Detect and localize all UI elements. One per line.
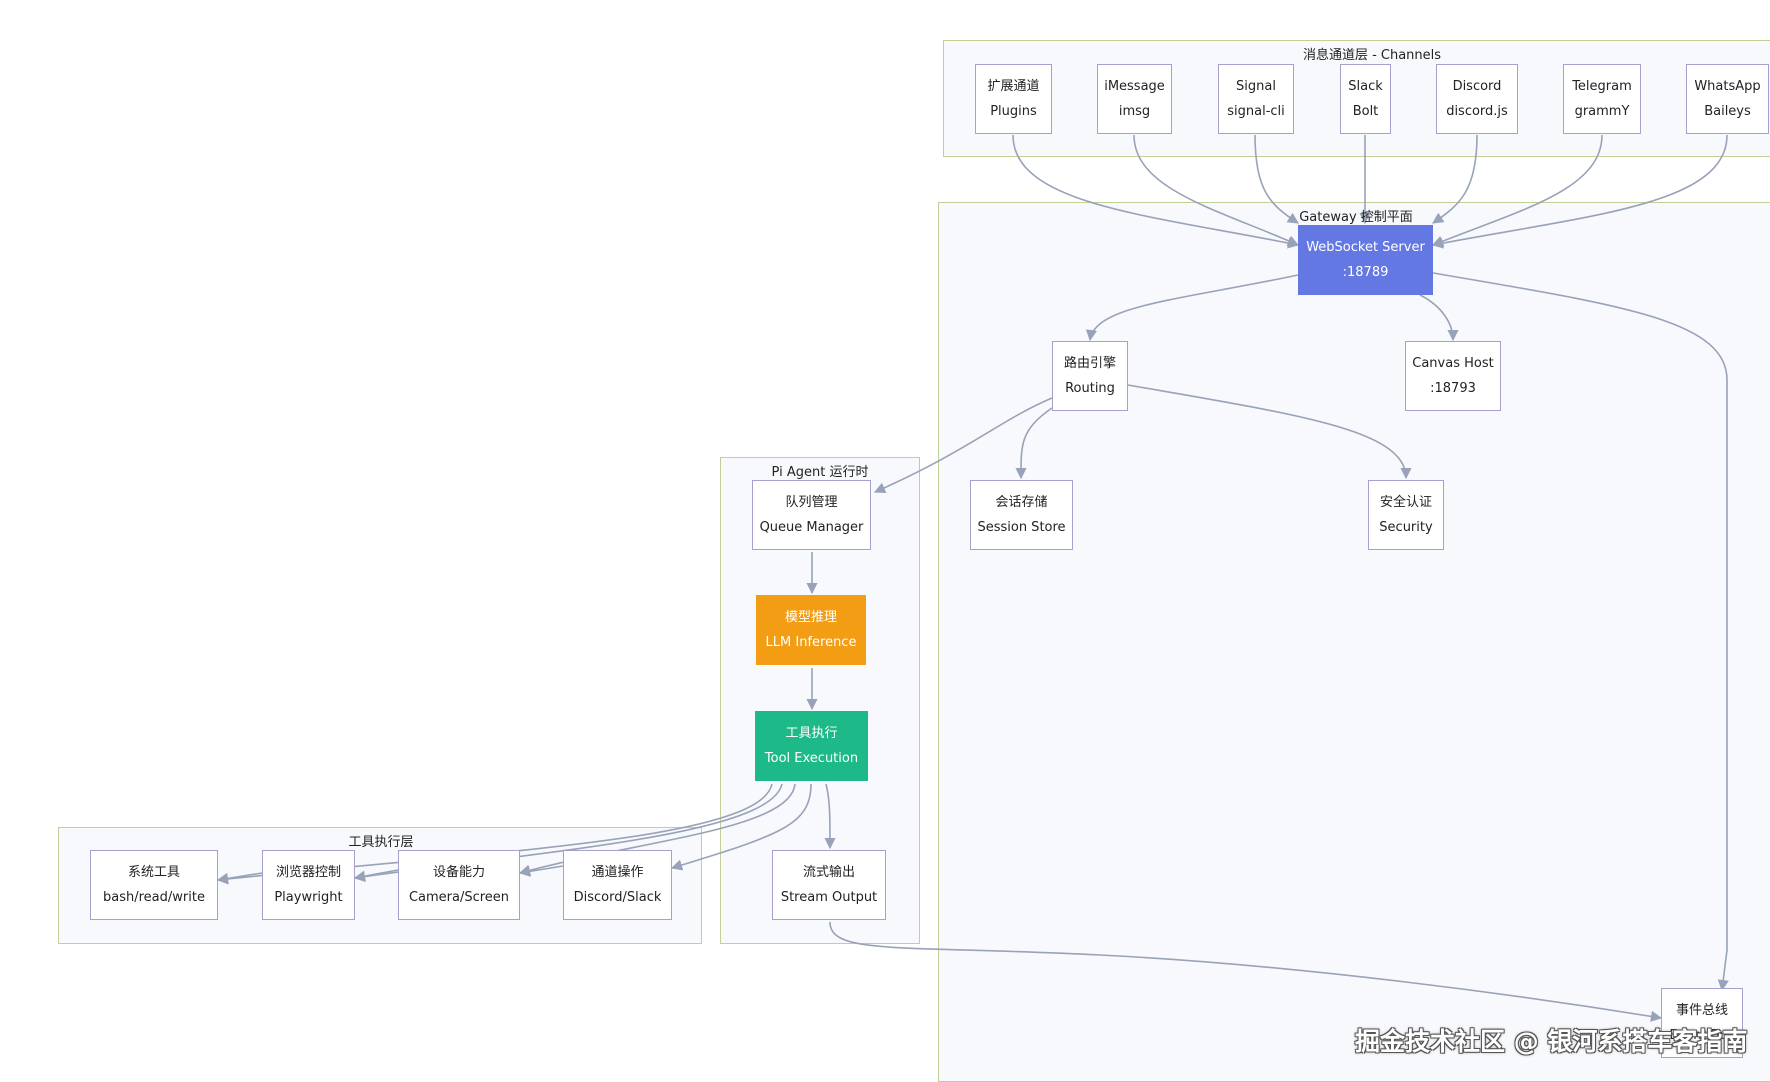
channel-operation-node[interactable]: 通道操作 Discord/Slack — [563, 850, 672, 920]
canvas-host-node[interactable]: Canvas Host :18793 — [1405, 341, 1501, 411]
node-line-2: Session Store — [977, 520, 1066, 535]
node-line-2: Bolt — [1352, 104, 1379, 119]
signal-node[interactable]: Signal signal-cli — [1218, 64, 1294, 134]
node-line-2: Queue Manager — [759, 520, 864, 535]
edge-channelop-device — [518, 865, 564, 877]
node-line-1: Canvas Host — [1412, 356, 1494, 371]
edge-browser-systools — [216, 872, 263, 884]
node-line-1: iMessage — [1104, 79, 1165, 94]
node-line-1: Discord — [1452, 79, 1502, 94]
edge-imessage-websocket — [1133, 134, 1300, 246]
security-node[interactable]: 安全认证 Security — [1368, 480, 1444, 550]
edge-routing-session — [1015, 407, 1053, 480]
node-line-2: bash/read/write — [103, 890, 205, 905]
stream-output-node[interactable]: 流式输出 Stream Output — [772, 850, 886, 920]
node-line-2: :18793 — [1430, 381, 1476, 396]
channels-cluster-title: 消息通道层 - Channels — [1302, 48, 1442, 63]
node-line-1: 模型推理 — [784, 610, 837, 625]
node-line-2: Security — [1379, 520, 1433, 535]
telegram-node[interactable]: Telegram grammY — [1563, 64, 1641, 134]
node-line-2: Baileys — [1704, 104, 1751, 119]
browser-control-node[interactable]: 浏览器控制 Playwright — [262, 850, 355, 920]
node-line-1: 安全认证 — [1379, 495, 1432, 510]
edge-routing-queue — [873, 397, 1053, 494]
edge-discord-websocket — [1432, 134, 1478, 224]
whatsapp-node[interactable]: WhatsApp Baileys — [1686, 64, 1769, 134]
node-line-1: 通道操作 — [591, 865, 644, 880]
node-line-2: signal-cli — [1227, 104, 1285, 119]
node-line-2: imsg — [1118, 104, 1151, 119]
imessage-node[interactable]: iMessage imsg — [1097, 64, 1172, 134]
node-line-2: Playwright — [274, 890, 343, 905]
node-line-2: grammY — [1574, 104, 1630, 119]
edge-websocket-eventbus — [1432, 272, 1729, 992]
node-line-1: 扩展通道 — [987, 79, 1040, 94]
node-line-2: Routing — [1065, 381, 1115, 396]
node-line-1: 队列管理 — [785, 495, 838, 510]
node-line-1: 路由引擎 — [1063, 356, 1116, 371]
node-line-1: 浏览器控制 — [275, 865, 341, 880]
node-line-2: Camera/Screen — [408, 890, 510, 905]
node-line-2: discord.js — [1446, 104, 1508, 119]
slack-node[interactable]: Slack Bolt — [1340, 64, 1391, 134]
edge-websocket-routing — [1085, 274, 1299, 342]
gateway-cluster-title: Gateway 控制平面 — [1299, 210, 1413, 225]
edge-device-browser — [353, 869, 399, 882]
llm-inference-node[interactable]: 模型推理 LLM Inference — [756, 595, 866, 665]
node-line-1: 事件总线 — [1675, 1003, 1728, 1018]
session-store-node[interactable]: 会话存储 Session Store — [970, 480, 1073, 550]
edge-stream-eventbus — [829, 921, 1663, 1022]
edge-websocket-canvas — [1419, 294, 1459, 342]
edge-toolexec-channelop — [670, 783, 812, 871]
node-line-2: Tool Execution — [764, 751, 859, 766]
node-line-2: Event Bus — [1669, 1028, 1735, 1043]
edge-routing-security — [1127, 384, 1412, 480]
edge-plugins-websocket — [1012, 134, 1300, 249]
plugins-node[interactable]: 扩展通道 Plugins — [975, 64, 1052, 134]
tool-execution-node[interactable]: 工具执行 Tool Execution — [755, 711, 868, 781]
node-line-1: WebSocket Server — [1306, 240, 1425, 255]
node-line-1: Telegram — [1572, 79, 1632, 94]
edge-whatsapp-websocket — [1431, 134, 1728, 249]
event-bus-node[interactable]: 事件总线 Event Bus — [1661, 988, 1743, 1058]
node-line-1: WhatsApp — [1694, 79, 1761, 94]
edge-toolexec-stream — [824, 783, 836, 850]
node-line-1: 系统工具 — [127, 865, 180, 880]
queue-manager-node[interactable]: 队列管理 Queue Manager — [752, 480, 871, 550]
node-line-1: Slack — [1348, 79, 1383, 94]
node-line-1: 会话存储 — [995, 495, 1048, 510]
node-line-1: 流式输出 — [802, 865, 855, 880]
node-line-2: Discord/Slack — [573, 890, 662, 905]
routing-node[interactable]: 路由引擎 Routing — [1052, 341, 1128, 411]
node-line-2: Plugins — [990, 104, 1037, 119]
node-line-2: Stream Output — [780, 890, 878, 905]
tools-cluster-title: 工具执行层 — [348, 835, 414, 850]
node-line-1: 设备能力 — [432, 865, 485, 880]
device-capability-node[interactable]: 设备能力 Camera/Screen — [398, 850, 520, 920]
node-line-1: Signal — [1236, 79, 1276, 94]
edge-signal-websocket — [1254, 134, 1299, 224]
node-line-1: 工具执行 — [785, 726, 838, 741]
node-line-2: :18789 — [1342, 265, 1389, 280]
node-line-2: LLM Inference — [765, 635, 857, 650]
agent-cluster-title: Pi Agent 运行时 — [771, 465, 869, 480]
edge-telegram-websocket — [1431, 134, 1603, 247]
watermark: 掘金技术社区 @ 银河系搭车客指南 — [1355, 1027, 1748, 1056]
system-tools-node[interactable]: 系统工具 bash/read/write — [90, 850, 218, 920]
discord-node[interactable]: Discord discord.js — [1436, 64, 1518, 134]
websocket-server-node[interactable]: WebSocket Server :18789 — [1298, 225, 1433, 295]
